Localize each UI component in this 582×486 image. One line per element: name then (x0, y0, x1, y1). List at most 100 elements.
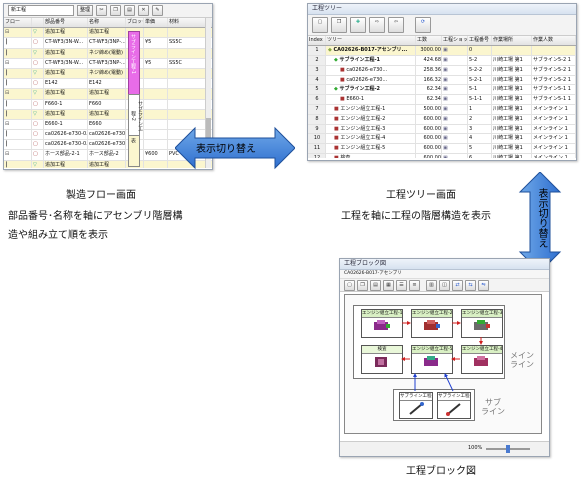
sideline-label[interactable]: サブライン工程-2 (130, 101, 143, 131)
tree-node[interactable]: ■ エンジン組立工程-1 (326, 104, 416, 114)
tree-col-header[interactable]: 工程ショット (442, 36, 468, 46)
process-node-icon: ■ (334, 154, 341, 158)
arrange-icon[interactable]: ◫ (439, 279, 450, 291)
tree-node[interactable]: ◆ CA02626-B017-アセンブリ... (326, 46, 416, 55)
process-block[interactable]: エンジン組立工程-4 (461, 345, 503, 374)
block-canvas[interactable]: メイン ライン サブ ライン エンジン組立工程-1 エンジン組立工程-2 エンジ… (344, 294, 542, 434)
new-doc-icon[interactable]: ▢ (344, 279, 355, 291)
tree-node[interactable]: ■ エンジン組立工程-3 (326, 124, 416, 134)
align-icon[interactable]: ≡ (409, 279, 420, 291)
tree-node[interactable]: ◆ サブライン工程-2 (326, 85, 416, 95)
process-block[interactable]: エンジン組立工程-1 (361, 309, 403, 338)
tree-node[interactable]: ■ E660-1 (326, 95, 416, 104)
table-row[interactable]: ⊟▽追加工程追加工程 (4, 89, 212, 100)
table-row[interactable]: ⊟▽追加工程追加工程 (4, 28, 212, 39)
copy-doc-icon[interactable]: ❐ (357, 279, 368, 291)
process-block[interactable]: エンジン組立工程-5 (411, 345, 453, 374)
flow-col-header[interactable]: 材料 (168, 18, 208, 28)
tree-col-header[interactable]: ツリー (326, 36, 416, 46)
tree-col-header[interactable]: Index (308, 36, 326, 46)
paste-icon[interactable]: ▤ (370, 279, 381, 291)
flow-col-header[interactable]: 部品番号 (44, 18, 88, 28)
zoom-slider-thumb[interactable] (506, 445, 510, 453)
copy-icon[interactable]: ❐ (110, 5, 122, 16)
table-cell: 600.00 (416, 144, 442, 153)
table-cell: 62.34 (416, 85, 442, 95)
tree-col-header[interactable]: 工程番号 (468, 36, 492, 46)
table-row[interactable]: ┃▢ca02626-e730-0...ca02626-e730-0... (4, 130, 212, 141)
new-doc-icon[interactable]: ▢ (312, 17, 328, 33)
tree-node[interactable]: ■ ca02626-e730... (326, 65, 416, 75)
table-cell: 2 (468, 114, 492, 124)
table-row[interactable]: ┃▽追加工程追加工程 (4, 109, 212, 120)
table-row[interactable]: ┃▽追加工程ネジ締め(電動) (4, 48, 212, 59)
copy-doc-icon[interactable]: ❐ (331, 17, 347, 33)
process-block-label: エンジン組立工程-3 (462, 310, 502, 318)
tree-node[interactable]: ■ 検査 (326, 153, 416, 158)
tree-node[interactable]: ■ エンジン組立工程-4 (326, 134, 416, 144)
process-block[interactable]: エンジン組立工程-3 (461, 309, 503, 338)
tree-node[interactable]: ■ エンジン組立工程-5 (326, 144, 416, 153)
tree-col-header[interactable]: 作業人数 (532, 36, 576, 46)
paste-icon[interactable]: ▤ (124, 5, 136, 16)
flow-icon[interactable]: ⇆ (465, 279, 476, 291)
flow-toolbar-button[interactable]: 整理 (77, 5, 94, 16)
table-cell: メインライン 1 (532, 124, 576, 134)
table-cell (492, 46, 532, 55)
process-block[interactable]: 検査 (361, 345, 403, 374)
cut-icon[interactable]: ✂ (96, 5, 108, 16)
process-node-icon: ■ (340, 76, 347, 83)
tree-node[interactable]: ■ エンジン組立工程-2 (326, 114, 416, 124)
add-process-icon[interactable]: ✚ (350, 17, 366, 33)
layout-icon[interactable]: ▦ (383, 279, 394, 291)
tree-col-header[interactable]: 工数 (416, 36, 442, 46)
outdent-icon[interactable]: ⇦ (388, 17, 404, 33)
grid-icon[interactable]: ▥ (426, 279, 437, 291)
refresh-icon[interactable]: ⟳ (415, 17, 431, 33)
edit-icon[interactable]: ✎ (152, 5, 164, 16)
flow-col-header[interactable]: フロー (4, 18, 32, 28)
flow-col-header[interactable]: 名称 (88, 18, 126, 28)
sideline-label[interactable]: サブライン工程-1 (130, 34, 136, 74)
flow-icon[interactable]: ⇋ (478, 279, 489, 291)
tree-col-header[interactable]: 作業場所 (492, 36, 532, 46)
table-row[interactable]: ┃▽追加工程ネジ締め(電動) (4, 68, 212, 80)
tree-node[interactable]: ■ ca02626-e730... (326, 75, 416, 85)
tree-connector-icon: ⊟ (4, 58, 32, 68)
delete-icon[interactable]: ✕ (138, 5, 150, 16)
table-cell: 600.00 (416, 134, 442, 144)
flow-scrollbar[interactable] (205, 18, 211, 168)
tree-node[interactable]: ◆ サブライン工程-1 (326, 55, 416, 65)
flow-icon[interactable]: ⇄ (452, 279, 463, 291)
table-cell: 600.00 (416, 153, 442, 158)
process-block[interactable]: サブライン工程-2 (437, 392, 471, 419)
flow-dropdown[interactable]: 新工程 (8, 5, 74, 16)
flow-col-header[interactable]: ブロック (126, 18, 144, 28)
flow-col-header[interactable]: 単価 (144, 18, 168, 28)
tree-connector-icon: ⊟ (4, 150, 32, 160)
table-cell: 258.36 (416, 65, 442, 75)
indent-icon[interactable]: ⇨ (369, 17, 385, 33)
switch-label-vertical: 表示切り替え (536, 188, 547, 248)
table-row[interactable]: 1◆ CA02626-B017-アセンブリ...3000.00▣0 (308, 46, 576, 56)
process-block[interactable]: エンジン組立工程-2 (411, 309, 453, 338)
list-icon[interactable]: ☰ (396, 279, 407, 291)
process-block[interactable]: サブライン工程-1 (399, 392, 433, 419)
sideline-label[interactable]: 表 (130, 138, 136, 143)
